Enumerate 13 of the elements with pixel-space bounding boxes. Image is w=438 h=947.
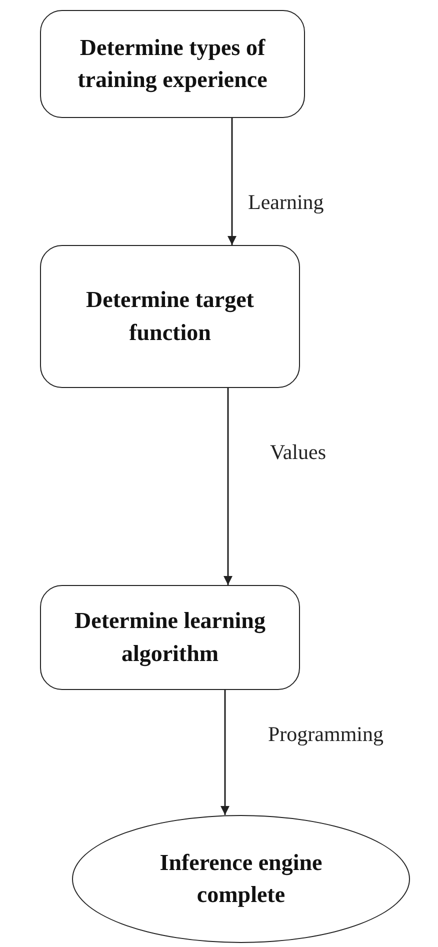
edge-label: Learning — [248, 190, 324, 215]
arrow — [224, 388, 232, 585]
arrow — [220, 690, 230, 815]
edge-label: Values — [270, 440, 326, 465]
edge-label: Programming — [268, 722, 384, 747]
node-text: Determine target function — [85, 286, 255, 346]
node-text: Determine learning algorithm — [74, 607, 266, 668]
process-box — [40, 245, 300, 388]
node-text: Determine types of training experience — [76, 34, 268, 94]
process-box — [40, 585, 300, 690]
arrow — [228, 118, 236, 245]
node-text: Inference engine complete — [158, 848, 324, 909]
process-box — [40, 10, 305, 118]
